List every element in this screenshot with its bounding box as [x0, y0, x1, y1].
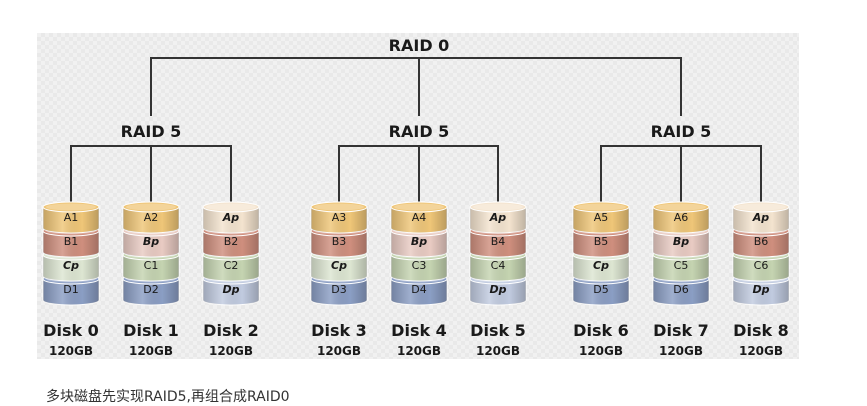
disk-block: A1	[42, 201, 100, 234]
disk-block: Ap	[732, 201, 790, 234]
disk-name: Disk 7	[653, 321, 709, 340]
disk-block: Dp	[732, 273, 790, 306]
disk-block: Ap	[469, 201, 527, 234]
block-label: D1	[63, 283, 78, 296]
block-label: Dp	[222, 283, 239, 296]
disk-size: 120GB	[659, 344, 703, 358]
disk-name: Disk 0	[43, 321, 99, 340]
disk-block: B2	[202, 225, 260, 258]
disk-name: Disk 6	[573, 321, 629, 340]
disk-block: A5	[572, 201, 630, 234]
block-label: A1	[64, 211, 79, 224]
disk-size: 120GB	[317, 344, 361, 358]
block-label: B4	[491, 235, 506, 248]
raid5-label: RAID 5	[121, 122, 182, 141]
block-label: A4	[412, 211, 427, 224]
block-label: Cp	[331, 259, 347, 272]
disk-size: 120GB	[49, 344, 93, 358]
raid0-label: RAID 0	[389, 36, 450, 55]
disk-size: 120GB	[209, 344, 253, 358]
disk-block: A6	[652, 201, 710, 234]
block-label: Dp	[752, 283, 769, 296]
connector-lines	[70, 57, 762, 205]
block-label: D2	[143, 283, 158, 296]
disk-size: 120GB	[476, 344, 520, 358]
block-label: Dp	[489, 283, 506, 296]
block-label: B6	[754, 235, 769, 248]
disk-name: Disk 4	[391, 321, 447, 340]
block-label: Bp	[143, 235, 159, 248]
raid0-bracket	[150, 57, 682, 116]
block-label: B2	[224, 235, 239, 248]
block-label: Bp	[673, 235, 689, 248]
disk-size: 120GB	[739, 344, 783, 358]
disk-block: A3	[310, 201, 368, 234]
disk-name: Disk 5	[470, 321, 526, 340]
block-label: Ap	[489, 211, 507, 224]
disk-name: Disk 3	[311, 321, 367, 340]
block-label: C5	[674, 259, 689, 272]
block-label: Ap	[222, 211, 240, 224]
block-label: Bp	[411, 235, 427, 248]
block-label: B5	[594, 235, 609, 248]
block-label: C1	[144, 259, 159, 272]
block-label: Cp	[63, 259, 79, 272]
raid-labels: RAID 0 RAID 5 RAID 5 RAID 5	[121, 36, 712, 141]
disk-size: 120GB	[579, 344, 623, 358]
block-label: C6	[754, 259, 769, 272]
block-label: D6	[673, 283, 688, 296]
disk-block: A4	[390, 201, 448, 234]
block-label: B3	[332, 235, 347, 248]
block-label: D5	[593, 283, 608, 296]
block-label: Cp	[593, 259, 609, 272]
block-label: Ap	[752, 211, 770, 224]
raid5-label: RAID 5	[389, 122, 450, 141]
disk-block: Ap	[202, 201, 260, 234]
caption: 多块磁盘先实现RAID5,再组合成RAID0	[46, 389, 290, 405]
disk-name: Disk 1	[123, 321, 179, 340]
block-label: D4	[411, 283, 426, 296]
block-label: A2	[144, 211, 159, 224]
disk-block: A2	[122, 201, 180, 234]
disk-name: Disk 8	[733, 321, 789, 340]
block-label: A5	[594, 211, 609, 224]
disk-size: 120GB	[129, 344, 173, 358]
block-label: C4	[491, 259, 506, 272]
block-label: C3	[412, 259, 427, 272]
disk-name: Disk 2	[203, 321, 259, 340]
block-label: C2	[224, 259, 239, 272]
block-label: D3	[331, 283, 346, 296]
disk-block: B1	[42, 225, 100, 258]
block-label: B1	[64, 235, 79, 248]
raid5-label: RAID 5	[651, 122, 712, 141]
block-label: A3	[332, 211, 347, 224]
block-label: A6	[674, 211, 689, 224]
disk-size: 120GB	[397, 344, 441, 358]
